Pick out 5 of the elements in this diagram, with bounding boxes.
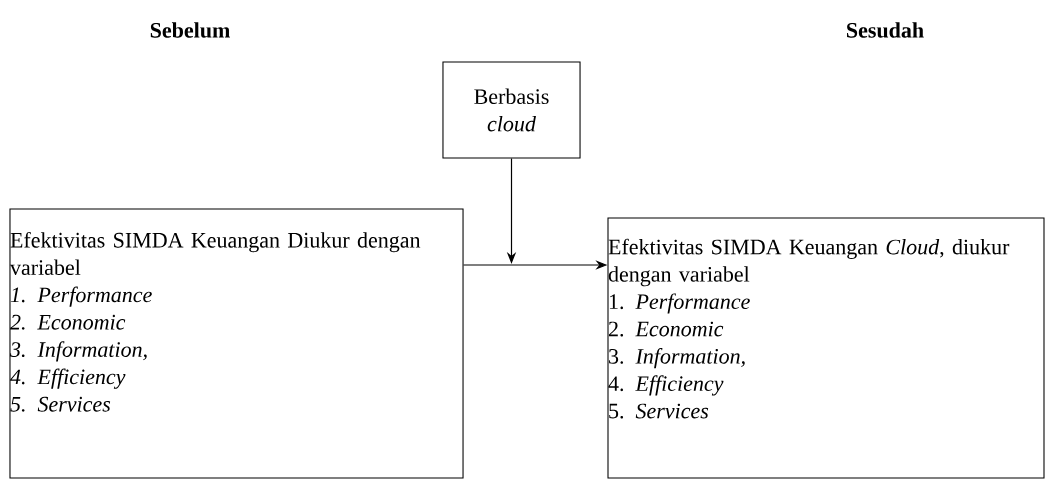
text-box: Berbasis cloud	[442, 61, 581, 159]
column-heading: Sesudah	[847, 22, 924, 38]
column-heading: Sebelum	[150, 22, 230, 38]
text-box: Efektivitas SIMDA Keuangan Cloud, diukur dengan variabel 1. Performance 2. Economic 3. Information, 4. Efficiency 5. Services	[607, 217, 1045, 479]
text-box: Efektivitas SIMDA Keuangan Diukur dengan variabel 1. Performance 2. Economic 3. Information, 4. Efficiency 5. Services	[9, 208, 464, 479]
